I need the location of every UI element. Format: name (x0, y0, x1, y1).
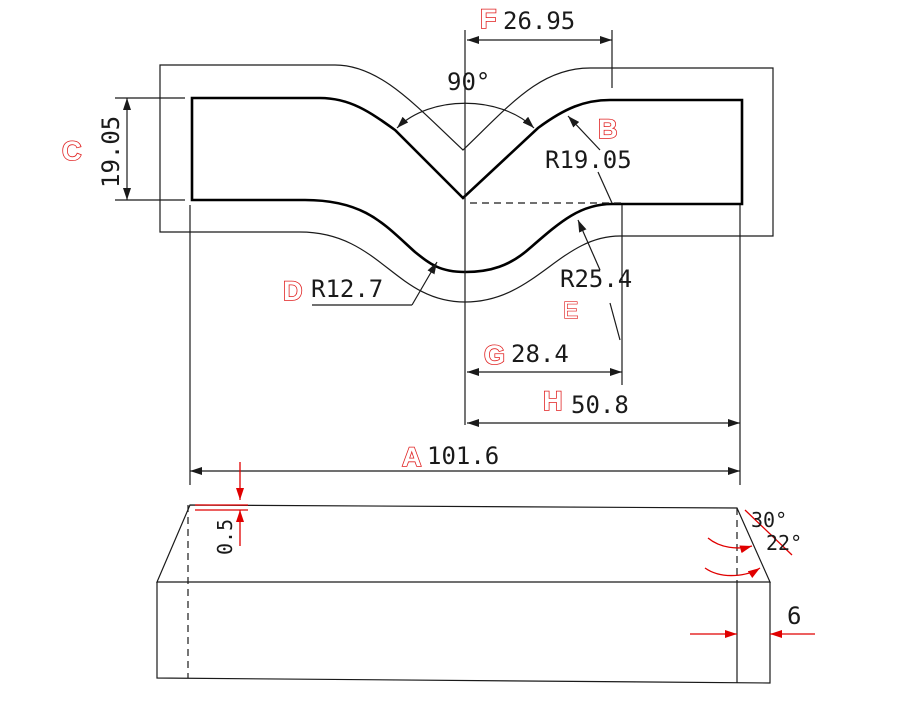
tag-e: E (563, 297, 578, 323)
b-leader (567, 115, 601, 151)
a-value: 101.6 (427, 442, 499, 470)
tag-g: G (484, 340, 505, 370)
e-value: R25.4 (560, 265, 632, 293)
angle-label: 90° (447, 68, 490, 96)
angle-arc-lower (704, 567, 761, 578)
b-value: R19.05 (545, 146, 632, 174)
tag-d: D (283, 276, 303, 306)
side-top-face (156, 504, 771, 583)
tag-c: C (62, 136, 82, 166)
d-leader (411, 261, 438, 306)
angle-arc-upper (707, 537, 753, 554)
side-view: 0.5 30° 22° 6 (156, 462, 815, 684)
angle-lower-value: 22° (766, 531, 802, 555)
tag-a: A (402, 442, 422, 472)
offset-value: 6 (787, 602, 801, 630)
top-view: 90° F 26.95 B R19.05 C 19.05 D R12.7 R25… (61, 3, 774, 485)
part-profile (190, 96, 744, 274)
angle-ref-line (744, 509, 793, 556)
d-value: R12.7 (311, 275, 383, 303)
tag-h: H (543, 386, 563, 416)
b-leader-tail (597, 171, 613, 204)
f-value: 26.95 (503, 7, 575, 35)
angle-upper-value: 30° (751, 508, 787, 532)
angle-arc (396, 102, 535, 129)
side-front-face (156, 582, 771, 684)
tag-b: B (598, 114, 618, 144)
c-value: 19.05 (97, 116, 125, 188)
g-value: 28.4 (511, 340, 569, 368)
e-leader-tail (609, 302, 621, 341)
h-value: 50.8 (571, 391, 629, 419)
e-leader (577, 219, 601, 271)
height-value: 0.5 (213, 519, 237, 555)
tag-f: F (480, 4, 497, 34)
